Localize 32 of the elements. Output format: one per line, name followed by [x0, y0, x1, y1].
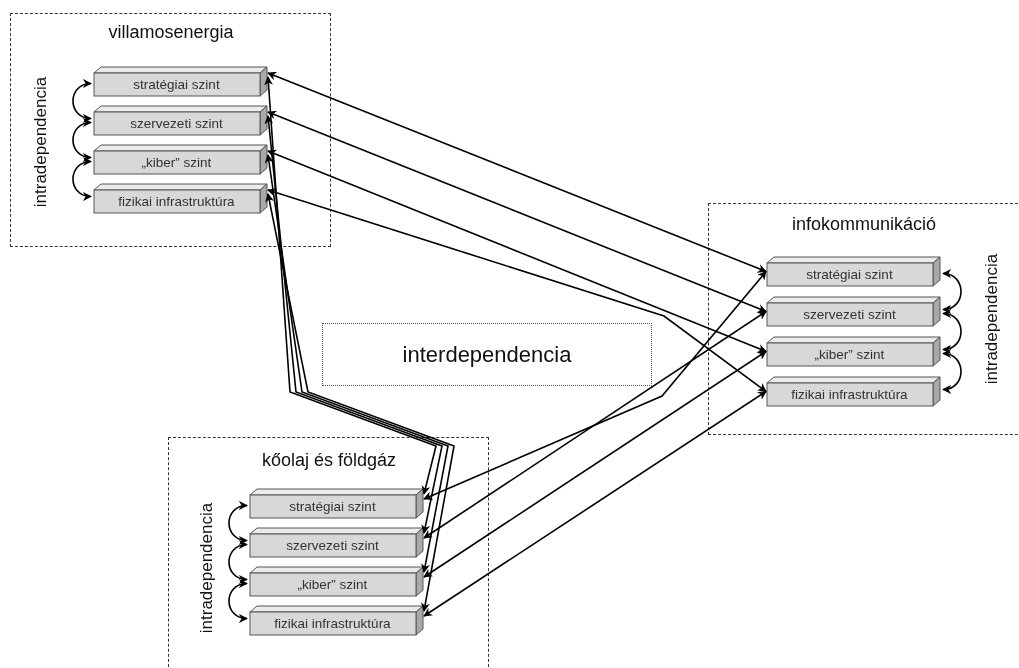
- arrow: [228, 541, 248, 583]
- vertical-label: intradependencia: [31, 76, 51, 208]
- arrow: [267, 110, 767, 313]
- arrow: [267, 149, 767, 353]
- vertical-label: intradependencia: [982, 253, 1002, 385]
- arrow: [264, 76, 437, 495]
- group-title: villamosenergia: [108, 22, 234, 43]
- arrow: [264, 115, 443, 534]
- arrow: [267, 71, 767, 273]
- group-title: infokommunikáció: [791, 214, 937, 235]
- arrow: [423, 310, 767, 539]
- group-frame: [708, 203, 1019, 435]
- arrow: [423, 390, 767, 617]
- arrow: [72, 80, 92, 122]
- arrow: [942, 350, 962, 393]
- arrow: [942, 310, 962, 353]
- arrow: [228, 502, 248, 544]
- interdependence-frame: [322, 323, 652, 386]
- group-frame: [168, 437, 489, 668]
- arrow: [72, 119, 92, 161]
- arrow: [72, 158, 92, 200]
- arrow: [942, 270, 962, 313]
- arrow: [264, 154, 449, 573]
- arrow: [423, 350, 767, 578]
- vertical-label: intradependencia: [197, 502, 217, 634]
- arrow: [265, 193, 455, 612]
- arrow: [228, 580, 248, 622]
- group-frame: [10, 13, 331, 247]
- frame-label: interdependencia: [402, 341, 572, 368]
- group-title: kőolaj és földgáz: [261, 450, 397, 471]
- arrow: [267, 188, 767, 393]
- arrow: [423, 270, 767, 500]
